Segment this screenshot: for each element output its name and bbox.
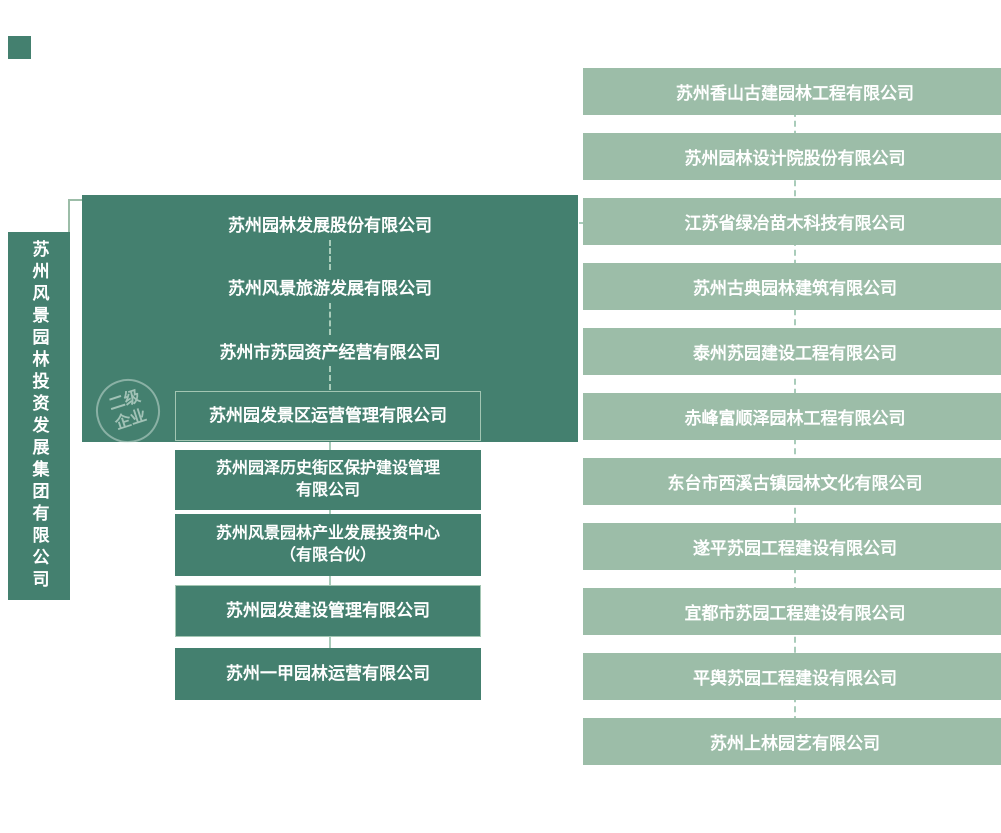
watermark-label: 二级企业 xyxy=(106,387,149,434)
right-subsidiary-column: 苏州香山古建园林工程有限公司 苏州园林设计院股份有限公司 江苏省绿冶苗木科技有限… xyxy=(583,68,1001,765)
connector-mid-6-7 xyxy=(329,576,331,586)
connector-mid-5-6 xyxy=(329,510,331,515)
org-node-right-6: 赤峰富顺泽园林工程有限公司 xyxy=(583,393,1001,440)
org-node-mid-1: 苏州园林发展股份有限公司 xyxy=(228,216,432,235)
org-node-right-2: 苏州园林设计院股份有限公司 xyxy=(583,133,1001,180)
org-node-mid-7: 苏州园发建设管理有限公司 xyxy=(175,585,481,637)
connector-mid-3-4 xyxy=(329,366,331,390)
org-node-right-8: 遂平苏园工程建设有限公司 xyxy=(583,523,1001,570)
org-node-mid-3: 苏州市苏园资产经营有限公司 xyxy=(219,343,441,362)
corner-logo-square xyxy=(8,36,31,59)
connector-root-elbow-horizontal xyxy=(68,199,83,201)
org-node-right-7: 东台市西溪古镇园林文化有限公司 xyxy=(583,458,1001,505)
org-node-right-9: 宜都市苏园工程建设有限公司 xyxy=(583,588,1001,635)
org-node-mid-4: 苏州园发景区运营管理有限公司 xyxy=(175,391,481,441)
org-node-mid-8: 苏州一甲园林运营有限公司 xyxy=(175,648,481,700)
root-company-label: 苏州风景园林投资发展集团有限公司 xyxy=(29,240,49,592)
root-company-node: 苏州风景园林投资发展集团有限公司 xyxy=(8,232,70,600)
connector-mid-7-8 xyxy=(329,637,331,649)
org-node-right-1: 苏州香山古建园林工程有限公司 xyxy=(583,68,1001,115)
connector-mid-2-3 xyxy=(329,303,331,335)
connector-root-elbow-vertical xyxy=(68,199,70,233)
org-node-mid-5: 苏州园泽历史街区保护建设管理 有限公司 xyxy=(175,450,481,510)
org-node-mid-6: 苏州风景园林产业发展投资中心 （有限合伙） xyxy=(175,514,481,576)
connector-panel-to-right-column xyxy=(570,222,594,224)
org-node-right-3: 江苏省绿冶苗木科技有限公司 xyxy=(583,198,1001,245)
connector-mid-4-5 xyxy=(329,442,331,450)
connector-mid-1-2 xyxy=(329,240,331,270)
org-node-right-10: 平舆苏园工程建设有限公司 xyxy=(583,653,1001,700)
org-node-right-5: 泰州苏园建设工程有限公司 xyxy=(583,328,1001,375)
org-node-right-4: 苏州古典园林建筑有限公司 xyxy=(583,263,1001,310)
org-node-right-11: 苏州上林园艺有限公司 xyxy=(583,718,1001,765)
org-node-mid-2: 苏州风景旅游发展有限公司 xyxy=(228,279,432,298)
